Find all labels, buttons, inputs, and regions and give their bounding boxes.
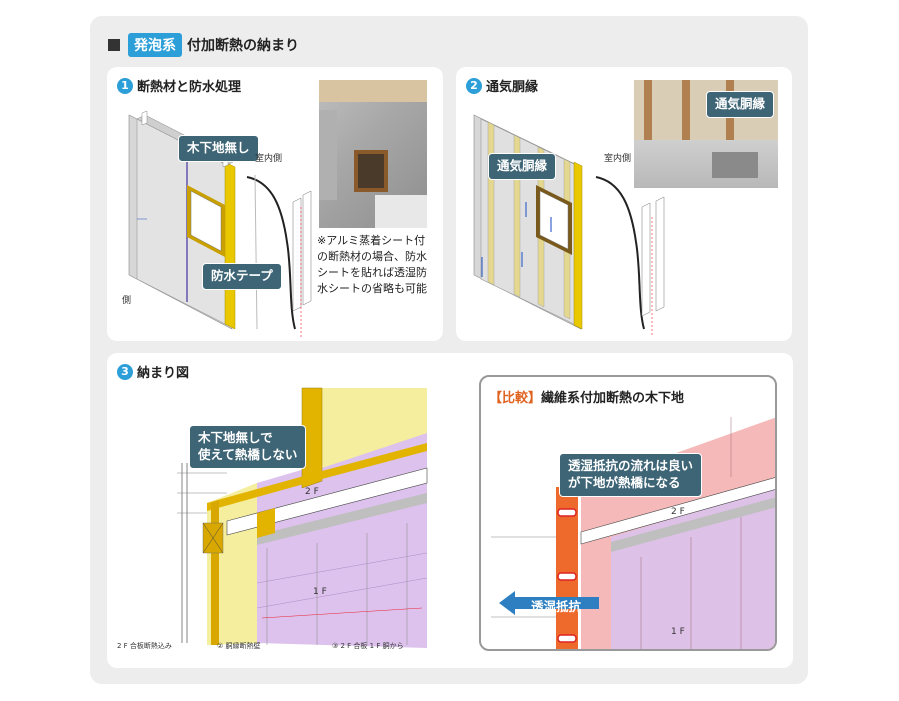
compare-label-2f: 2 F [671, 507, 685, 517]
panel2-title: 2 通気胴縁 [466, 76, 538, 95]
callout-furring-photo: 通気胴縁 [706, 91, 775, 118]
assembly-drawing [177, 387, 428, 648]
label-1f: 1 F [313, 587, 327, 597]
header-title: 付加断熱の納まり [187, 38, 299, 54]
comparison-drawing [491, 417, 775, 649]
panel-ventilation-furring: 2 通気胴縁 通気胴縁 室内側 通気胴縁 [456, 67, 792, 341]
callout-no-wood-base: 木下地無し [178, 135, 259, 162]
number-badge: 2 [466, 77, 482, 94]
comparison-box: 【比較】繊維系付加断熱の木下地 透湿抵抗の流れは良い が下地が熱橋になる 透湿抵… [479, 375, 777, 651]
label-interior-side: 室内側 [255, 154, 283, 164]
number-badge: 3 [117, 363, 133, 380]
section-header: 発泡系 付加断熱の納まり [108, 33, 299, 57]
bottom-caption-1: 2 F 合板断熱込み [117, 642, 172, 650]
label-side: 側 [122, 296, 132, 306]
label-interior-side: 室内側 [604, 154, 632, 164]
panel3-title: 3 納まり図 [117, 362, 189, 381]
arrow-label-moisture: 透湿抵抗 [531, 599, 582, 614]
photo-aluminum-insulation [319, 80, 427, 228]
square-bullet-icon [108, 39, 120, 51]
number-badge: 1 [117, 77, 133, 94]
header-tag: 発泡系 [128, 33, 182, 57]
note-aluminum-sheet: ※アルミ蒸着シート付の断熱材の場合、防水シートを貼れば透湿防水シートの省略も可能 [317, 234, 427, 295]
comparison-title: 【比較】繊維系付加断熱の木下地 [489, 391, 685, 406]
callout-furring-diagram: 通気胴縁 [488, 153, 557, 180]
callout-no-thermal-bridge: 木下地無しで 使えて熱橋しない [189, 425, 307, 469]
callout-waterproof-tape: 防水テープ [202, 263, 282, 290]
bottom-caption-2: ② 胴縁断熱壁 [217, 642, 261, 650]
callout-moisture-resistance: 透湿抵抗の流れは良い が下地が熱橋になる [559, 453, 703, 497]
compare-label-1f: 1 F [671, 627, 685, 637]
panel1-title: 1 断熱材と防水処理 [117, 76, 241, 95]
panel-insulation-waterproofing: 1 断熱材と防水処理 木下地無し 防水テープ 室内側 側 [107, 67, 443, 341]
label-2f: 2 F [305, 487, 319, 497]
bottom-caption-3: ③ 2 F 合板 1 F 胴から [332, 642, 404, 650]
